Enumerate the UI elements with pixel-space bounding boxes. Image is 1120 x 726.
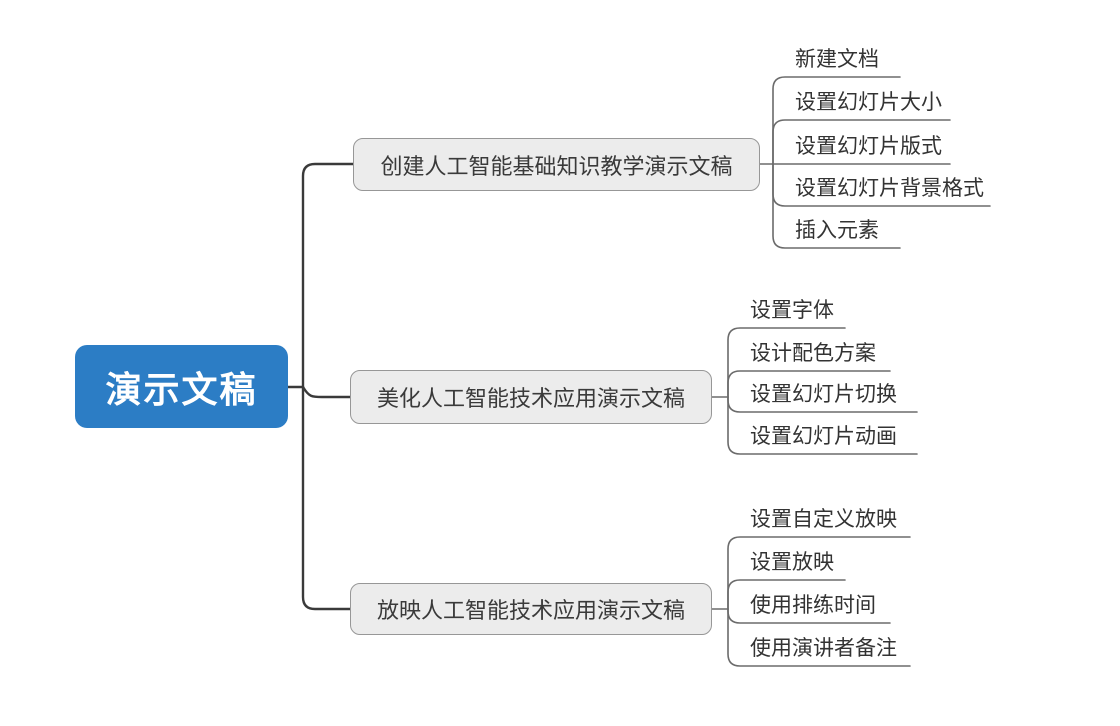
subtopic-slide-transition[interactable]: 设置幻灯片切换 [750, 383, 897, 406]
subtopic-slide-size[interactable]: 设置幻灯片大小 [795, 91, 942, 114]
branch2-child4-line [727, 396, 918, 455]
subtopic-slide-layout[interactable]: 设置幻灯片版式 [795, 135, 942, 158]
subtopic-set-show[interactable]: 设置放映 [750, 551, 834, 574]
branch2-connector [301, 385, 352, 399]
branch2-child2-line [727, 370, 891, 398]
subtopic-new-document[interactable]: 新建文档 [795, 48, 879, 71]
branch-topic-show[interactable]: 放映人工智能技术应用演示文稿 [350, 583, 712, 635]
branch-topic-beautify[interactable]: 美化人工智能技术应用演示文稿 [350, 370, 712, 424]
subtopic-color-scheme[interactable]: 设计配色方案 [750, 342, 876, 365]
branch-topic-create[interactable]: 创建人工智能基础知识教学演示文稿 [353, 138, 760, 191]
branch3-child1-line [727, 536, 911, 610]
subtopic-slide-animation[interactable]: 设置幻灯片动画 [750, 425, 897, 448]
subtopic-custom-show[interactable]: 设置自定义放映 [750, 508, 897, 531]
branch1-child2-line [772, 119, 951, 165]
branch3-child2-line [727, 579, 846, 610]
subtopic-rehearse-timings[interactable]: 使用排练时间 [750, 594, 876, 617]
subtopic-insert-elements[interactable]: 插入元素 [795, 219, 879, 242]
branch1-connector [301, 162, 355, 389]
subtopic-set-font[interactable]: 设置字体 [750, 299, 834, 322]
branch3-connector [301, 385, 352, 611]
root-topic[interactable]: 演示文稿 [75, 345, 288, 428]
branch3-child4-line [727, 608, 911, 667]
branch1-child1-line [772, 76, 901, 165]
subtopic-speaker-notes[interactable]: 使用演讲者备注 [750, 637, 897, 660]
subtopic-background-format[interactable]: 设置幻灯片背景格式 [795, 177, 984, 200]
branch2-child1-line [727, 327, 846, 398]
branch1-child5-line [772, 163, 901, 249]
